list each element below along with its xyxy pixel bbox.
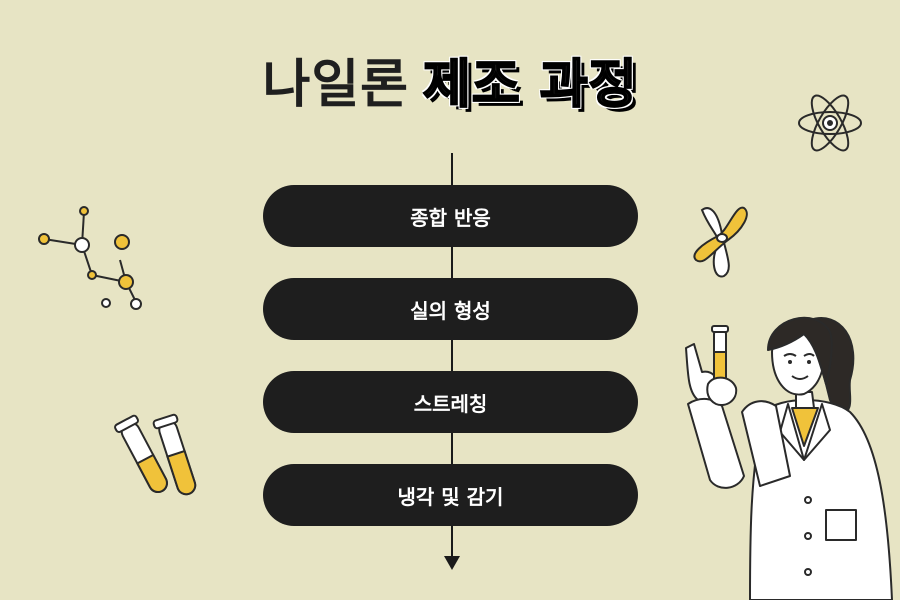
step-4: 냉각 및 감기: [263, 464, 638, 526]
atom-icon: [798, 94, 862, 152]
step-label: 실의 형성: [410, 298, 491, 323]
step-2: 실의 형성: [263, 278, 638, 340]
title-part-1: 나일론: [262, 55, 410, 115]
step-3: 스트레칭: [263, 371, 638, 433]
molecule-icon: [38, 206, 142, 310]
flow-line: [451, 153, 453, 558]
title-part-2: 제조 과정: [422, 54, 638, 116]
scientist-illustration: [685, 316, 893, 600]
step-label: 종합 반응: [410, 205, 491, 230]
test-tubes-icon: [114, 413, 197, 496]
step-label: 냉각 및 감기: [397, 484, 504, 509]
flow-arrow-icon: [444, 556, 460, 570]
step-label: 스트레칭: [413, 391, 488, 416]
chromosome-icon: [693, 206, 748, 278]
step-1: 종합 반응: [263, 185, 638, 247]
